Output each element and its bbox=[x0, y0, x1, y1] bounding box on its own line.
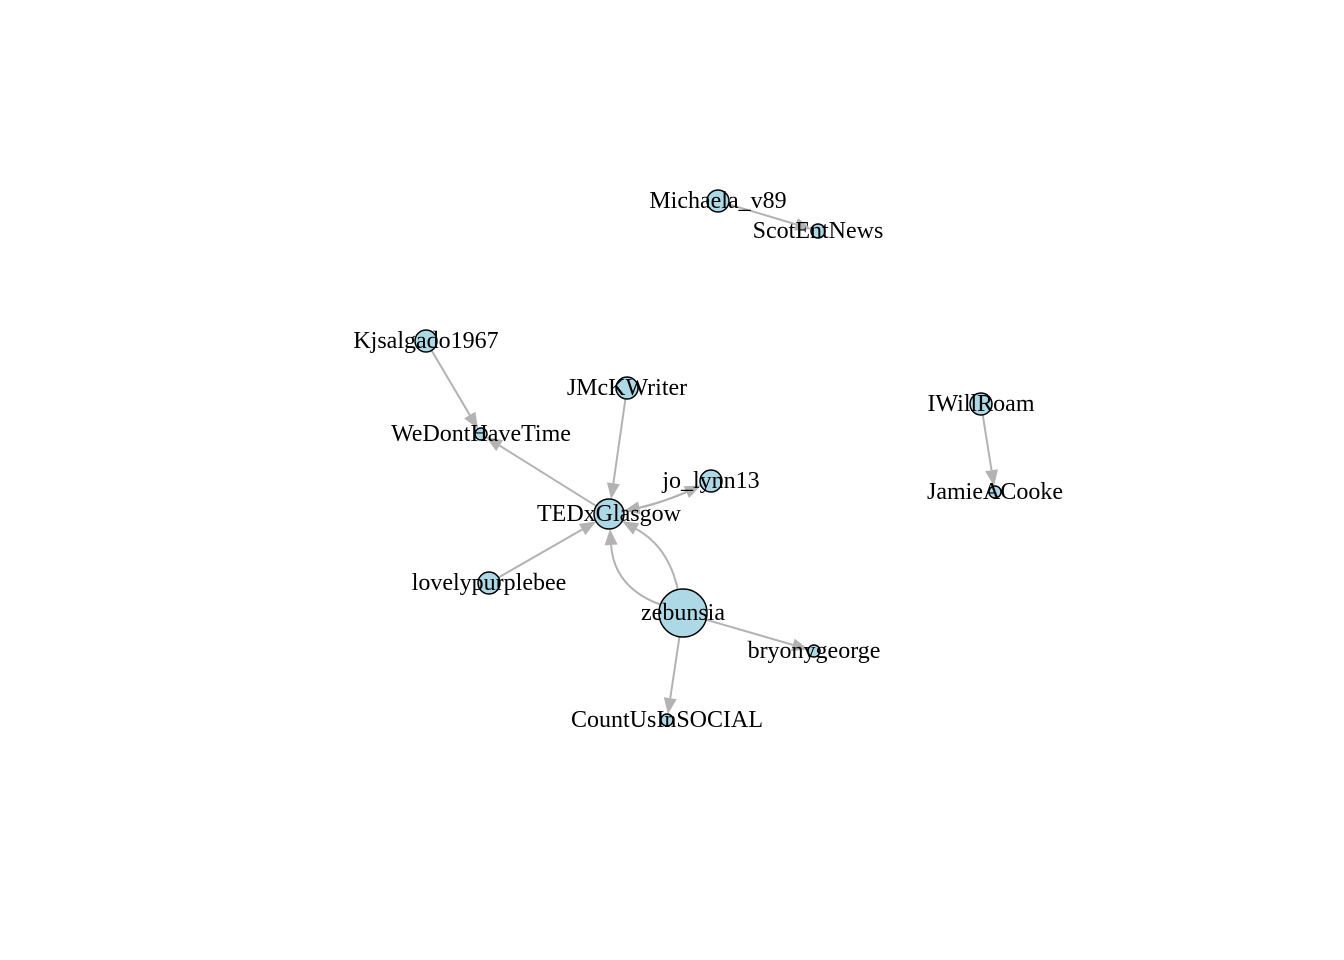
node-label-lovelypurplebee: lovelypurplebee bbox=[412, 570, 567, 596]
edge-line bbox=[669, 636, 681, 699]
arrow-head-icon bbox=[464, 411, 478, 429]
edge-michaela-v89-to-scotentnews bbox=[728, 203, 812, 231]
arrow-head-icon bbox=[985, 469, 998, 487]
node-label-zebunsia: zebunsia bbox=[641, 600, 725, 626]
edge-zebunsia-to-tedxglasgow bbox=[622, 521, 679, 590]
node-jmckwriter bbox=[615, 376, 639, 400]
edge-kjsalgado1967-to-wedonthavetime bbox=[430, 349, 478, 429]
node-bryonygeorge bbox=[807, 644, 821, 658]
edge-line bbox=[498, 528, 583, 579]
node-label-tedxglasgow: TEDxGlasgow bbox=[537, 501, 682, 527]
node-label-iwillroam: IWillRoam bbox=[927, 391, 1034, 417]
edge-tedxglasgow-to-wedonthavetime bbox=[486, 437, 597, 507]
edge-line bbox=[635, 528, 679, 590]
node-label-jmckwriter: JMcKWriter bbox=[567, 375, 687, 401]
arrow-head-icon bbox=[486, 437, 504, 452]
arrow-head-icon bbox=[604, 528, 618, 546]
node-label-jo-lynn13: jo_lynn13 bbox=[661, 468, 759, 494]
edge-line bbox=[612, 398, 627, 484]
edge-zebunsia-to-countusinsocial bbox=[663, 636, 681, 715]
node-zebunsia bbox=[658, 588, 708, 638]
edge-line bbox=[728, 203, 797, 226]
nodes-layer bbox=[414, 189, 1002, 727]
node-label-countusinsocial: CountUsInSOCIAL bbox=[571, 707, 763, 733]
edge-zebunsia-to-tedxglasgow bbox=[604, 528, 661, 606]
node-michaela-v89 bbox=[706, 189, 730, 213]
arrow-head-icon bbox=[578, 521, 596, 536]
arrow-head-icon bbox=[791, 638, 809, 652]
arrow-head-icon bbox=[606, 482, 620, 500]
node-wedonthavetime bbox=[474, 427, 488, 441]
arrow-head-icon bbox=[683, 485, 701, 499]
arrow-head-icon bbox=[794, 218, 812, 231]
arrow-head-icon bbox=[622, 521, 640, 535]
edge-line bbox=[705, 618, 794, 646]
node-countusinsocial bbox=[660, 713, 674, 727]
arrow-head-icon bbox=[663, 697, 677, 715]
edge-tedxglasgow-to-jo-lynn13 bbox=[623, 485, 701, 512]
node-tedxglasgow bbox=[593, 498, 625, 530]
node-iwillroam bbox=[969, 392, 993, 416]
edges-layer bbox=[430, 203, 998, 715]
node-label-jamieacooke: JamieACooke bbox=[927, 479, 1063, 505]
labels-layer: Michaela_v89ScotEntNewsKjsalgado1967JMcK… bbox=[353, 188, 1063, 733]
node-label-michaela-v89: Michaela_v89 bbox=[649, 188, 786, 214]
edge-iwillroam-to-jamieacooke bbox=[981, 414, 998, 487]
node-label-scotentnews: ScotEntNews bbox=[753, 218, 884, 244]
edge-line bbox=[981, 414, 993, 471]
node-jo-lynn13 bbox=[699, 469, 723, 493]
edge-line bbox=[610, 544, 661, 606]
edge-line bbox=[499, 444, 597, 507]
node-kjsalgado1967 bbox=[414, 329, 438, 353]
edge-jmckwriter-to-tedxglasgow bbox=[606, 398, 627, 500]
node-jamieacooke bbox=[988, 485, 1002, 499]
edge-lovelypurplebee-to-tedxglasgow bbox=[498, 521, 596, 579]
edge-line bbox=[623, 491, 687, 512]
edge-line bbox=[430, 349, 471, 416]
node-label-wedonthavetime: WeDontHaveTime bbox=[391, 421, 571, 447]
edge-zebunsia-to-bryonygeorge bbox=[705, 618, 809, 652]
node-label-kjsalgado1967: Kjsalgado1967 bbox=[353, 328, 498, 354]
node-scotentnews bbox=[810, 223, 826, 239]
node-label-bryonygeorge: bryonygeorge bbox=[748, 638, 881, 664]
node-lovelypurplebee bbox=[477, 571, 501, 595]
